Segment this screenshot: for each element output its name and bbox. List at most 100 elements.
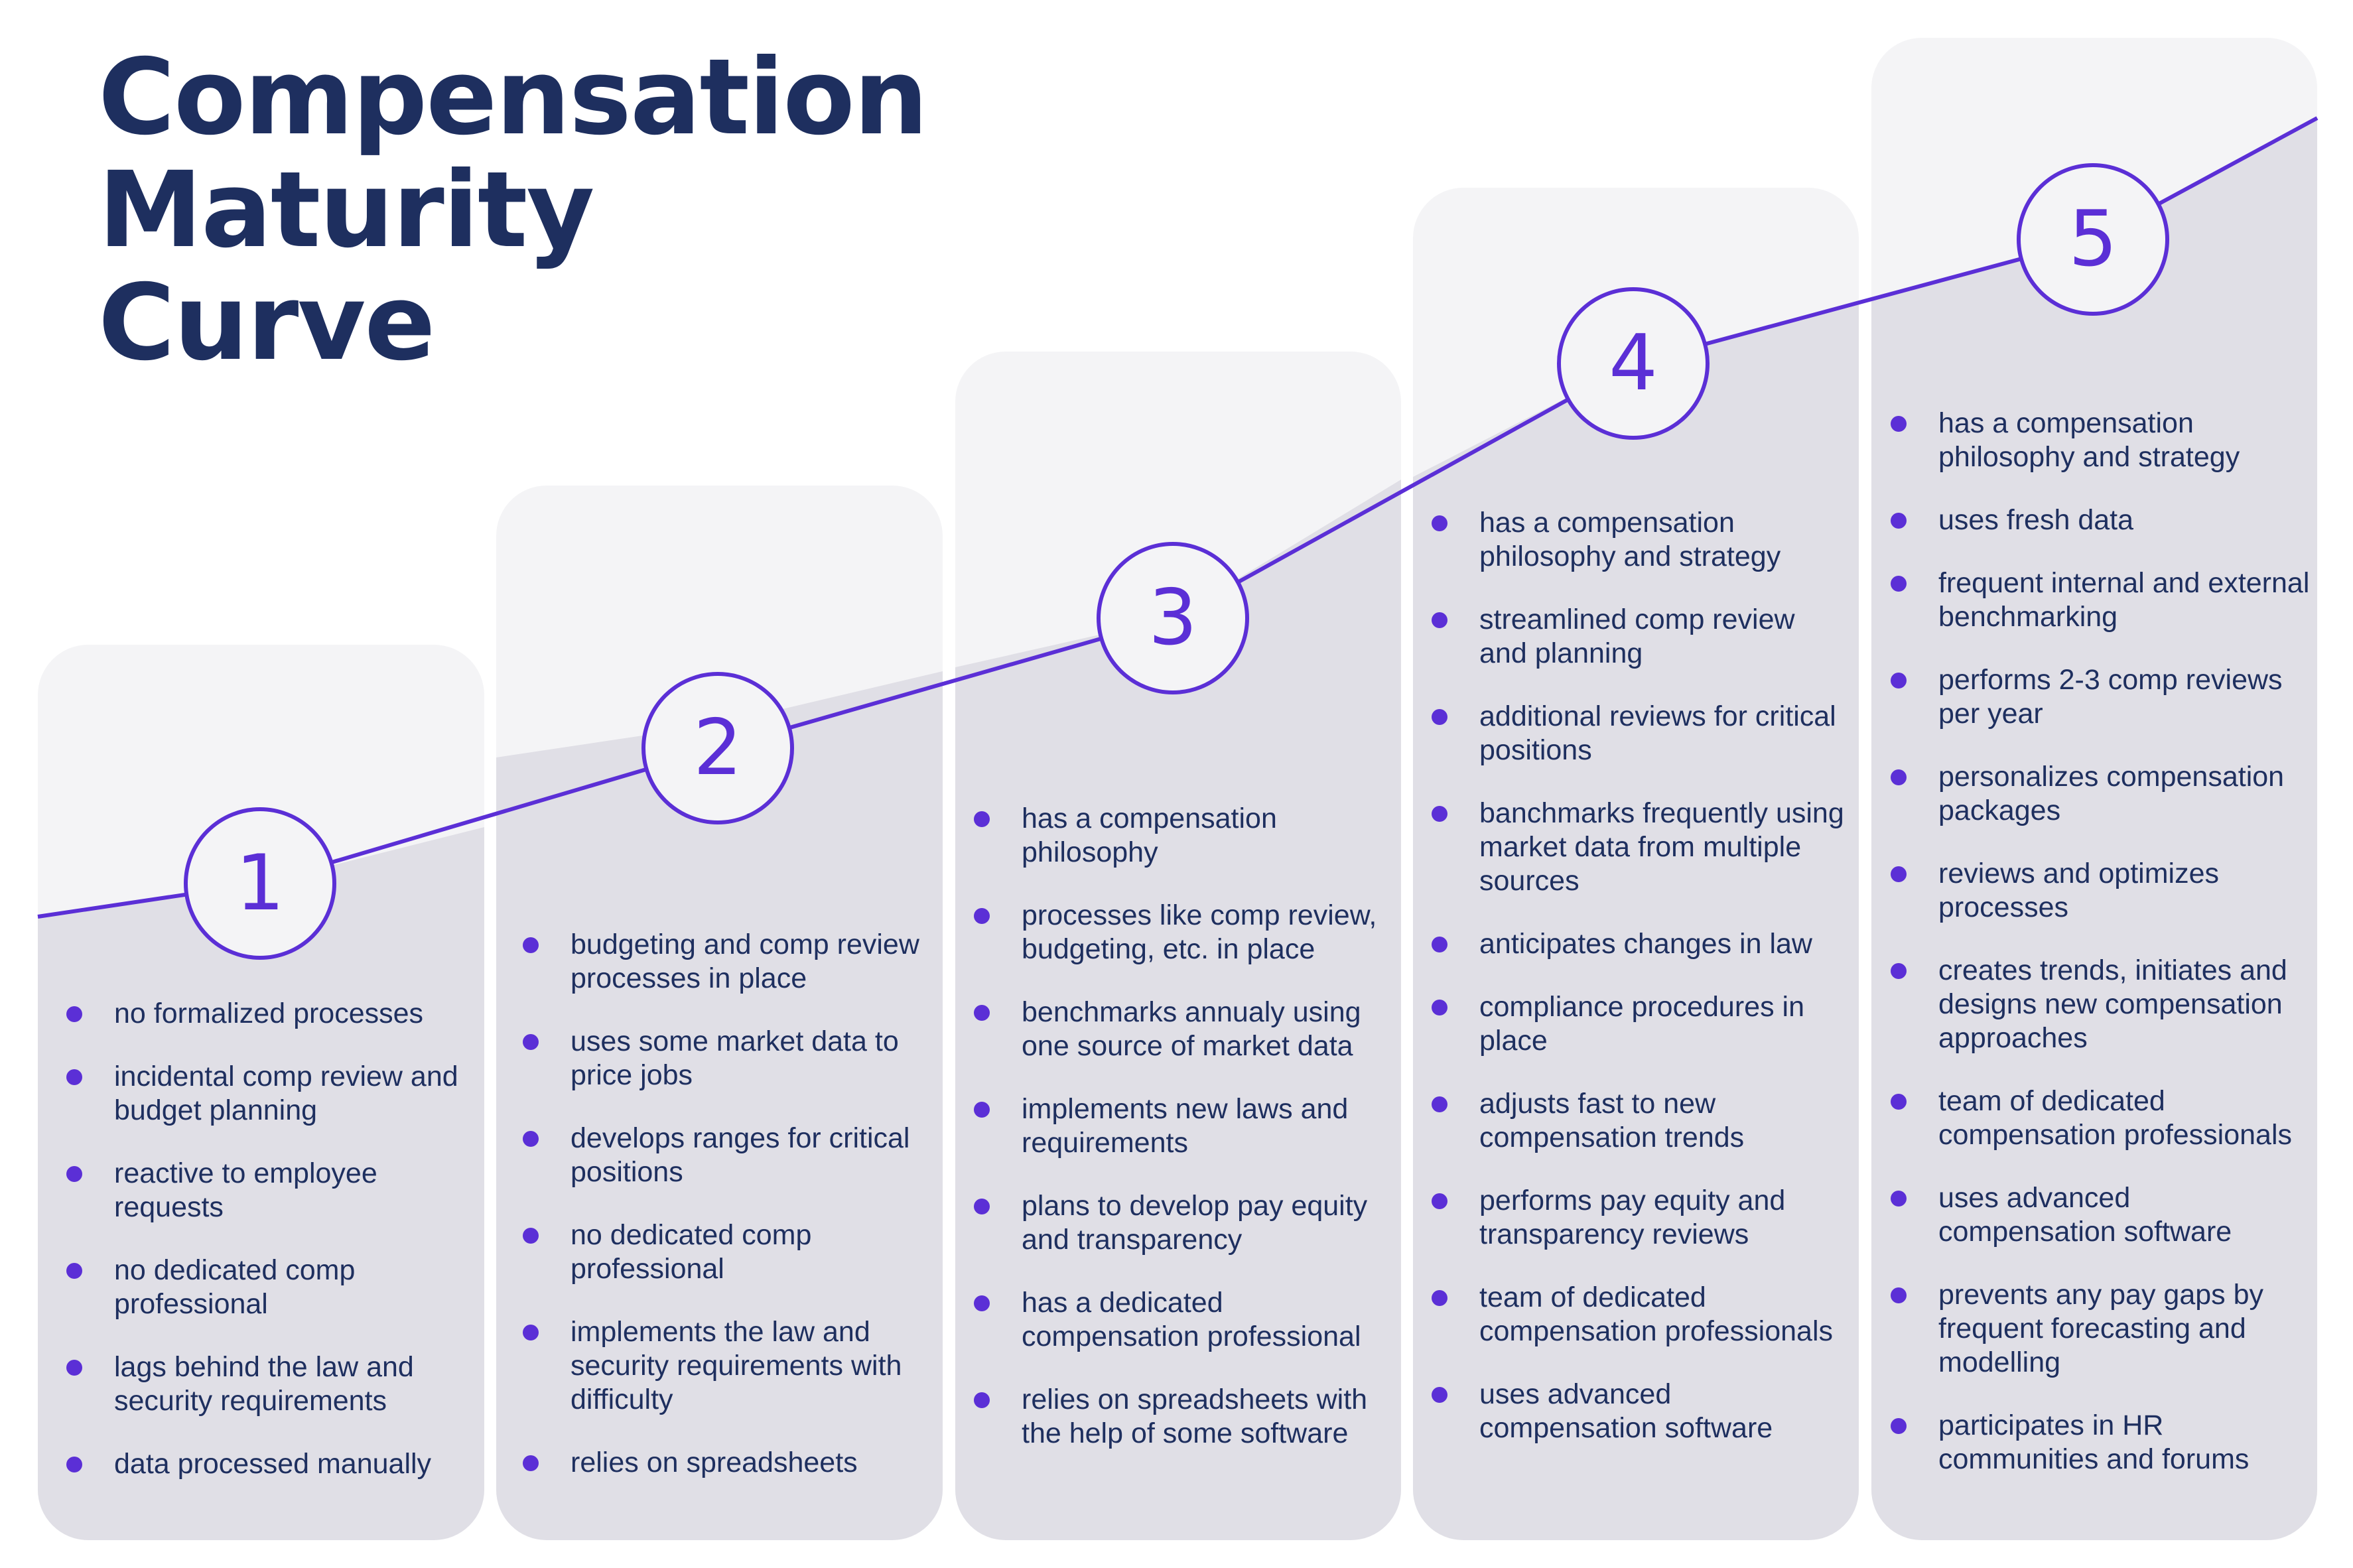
list-item: reviews and optimizes processes [1891, 857, 2312, 925]
bullet-dot [1891, 1191, 1907, 1207]
list-item: performs pay equity and transparency rev… [1432, 1184, 1849, 1252]
list-item: additional reviews for critical position… [1432, 700, 1849, 767]
bullet-dot [523, 1131, 539, 1147]
stage-1-list: no formalized processes incidental comp … [66, 997, 471, 1510]
list-item: has a compensation philosophy [974, 802, 1392, 870]
bullet-dot [1432, 1290, 1447, 1306]
list-item: implements new laws and requirements [974, 1092, 1392, 1160]
bullet-dot [66, 1263, 82, 1279]
list-item: lags behind the law and security require… [66, 1350, 471, 1418]
title-line-1: Compensation [98, 36, 928, 159]
bullet-dot [1432, 612, 1447, 628]
title-line-2: Maturity [98, 149, 594, 271]
list-item: uses some market data to price jobs [523, 1025, 934, 1092]
list-item: reactive to employee requests [66, 1157, 471, 1224]
bullet-dot [523, 1228, 539, 1244]
list-item: processes like comp review, budgeting, e… [974, 899, 1392, 966]
stage-1-badge: 1 [184, 807, 336, 960]
bullet-dot [974, 1392, 990, 1408]
bullet-dot [1891, 963, 1907, 979]
bullet-dot [66, 1069, 82, 1085]
list-item: implements the law and security requirem… [523, 1315, 934, 1417]
bullet-dot [1891, 1418, 1907, 1434]
list-item: creates trends, initiates and designs ne… [1891, 954, 2312, 1055]
list-item: prevents any pay gaps by frequent foreca… [1891, 1278, 2312, 1380]
list-item: uses fresh data [1891, 503, 2312, 537]
stage-2-badge: 2 [641, 672, 794, 824]
bullet-dot [974, 1005, 990, 1021]
list-item: budgeting and comp review processes in p… [523, 928, 934, 996]
list-item: no dedicated comp professional [66, 1254, 471, 1321]
bullet-dot [1432, 1096, 1447, 1112]
stage-2-list: budgeting and comp review processes in p… [523, 928, 934, 1509]
stage-4-badge: 4 [1557, 287, 1710, 440]
bullet-dot [66, 1006, 82, 1022]
bullet-dot [66, 1166, 82, 1182]
bullet-dot [1891, 416, 1907, 432]
bullet-dot [1891, 769, 1907, 785]
list-item: uses advanced compensation software [1891, 1181, 2312, 1249]
bullet-dot [1432, 1387, 1447, 1403]
bullet-dot [974, 1295, 990, 1311]
column-1 [38, 645, 484, 1540]
bullet-dot [523, 1034, 539, 1050]
list-item: banchmarks frequently using market data … [1432, 797, 1849, 898]
stage-5-list: has a compensation philosophy and strate… [1891, 407, 2312, 1506]
bullet-dot [66, 1360, 82, 1376]
bullet-dot [1891, 1287, 1907, 1303]
bullet-dot [523, 1325, 539, 1340]
list-item: streamlined comp review and planning [1432, 603, 1849, 671]
list-item: has a compensation philosophy and strate… [1891, 407, 2312, 474]
stage-3-list: has a compensation philosophy processes … [974, 802, 1392, 1480]
bullet-dot [1891, 866, 1907, 882]
list-item: anticipates changes in law [1432, 927, 1849, 961]
list-item: no dedicated comp professional [523, 1218, 934, 1286]
list-item: develops ranges for critical positions [523, 1122, 934, 1189]
list-item: has a compensation philosophy and strate… [1432, 506, 1849, 574]
bullet-dot [1432, 515, 1447, 531]
bullet-dot [66, 1457, 82, 1472]
stage-3-badge: 3 [1097, 542, 1249, 694]
column-5 [1871, 38, 2317, 1540]
bullet-dot [1891, 576, 1907, 592]
bullet-dot [974, 811, 990, 827]
list-item: team of dedicated compensation professio… [1432, 1281, 1849, 1348]
bullet-dot [1432, 937, 1447, 952]
list-item: participates in HR communities and forum… [1891, 1409, 2312, 1476]
list-item: compliance procedures in place [1432, 990, 1849, 1058]
page-title: Compensation Maturity Curve [98, 36, 928, 384]
list-item: plans to develop pay equity and transpar… [974, 1189, 1392, 1257]
bullet-dot [974, 1102, 990, 1118]
bullet-dot [974, 1199, 990, 1214]
title-line-3: Curve [98, 262, 436, 384]
bullet-dot [523, 937, 539, 953]
bullet-dot [1432, 709, 1447, 725]
bullet-dot [1891, 1094, 1907, 1110]
list-item: data processed manually [66, 1447, 471, 1481]
bullet-dot [974, 908, 990, 924]
bullet-dot [1891, 673, 1907, 688]
column-2 [496, 486, 943, 1540]
list-item: adjusts fast to new compensation trends [1432, 1087, 1849, 1155]
bullet-dot [523, 1455, 539, 1471]
bullet-dot [1891, 513, 1907, 529]
bullet-dot [1432, 1000, 1447, 1015]
stage-5-badge: 5 [2017, 163, 2169, 316]
list-item: has a dedicated compensation professiona… [974, 1286, 1392, 1354]
list-item: incidental comp review and budget planni… [66, 1060, 471, 1128]
list-item: relies on spreadsheets [523, 1446, 934, 1480]
list-item: uses advanced compensation software [1432, 1378, 1849, 1445]
stage-4-list: has a compensation philosophy and strate… [1432, 506, 1849, 1474]
list-item: no formalized processes [66, 997, 471, 1031]
list-item: personalizes compensation packages [1891, 760, 2312, 828]
list-item: frequent internal and external benchmark… [1891, 566, 2312, 634]
list-item: performs 2-3 comp reviews per year [1891, 663, 2312, 731]
column-4 [1413, 188, 1859, 1540]
bullet-dot [1432, 1193, 1447, 1209]
bullet-dot [1432, 806, 1447, 822]
list-item: relies on spreadsheets with the help of … [974, 1383, 1392, 1451]
list-item: benchmarks annualy using one source of m… [974, 996, 1392, 1063]
list-item: team of dedicated compensation professio… [1891, 1084, 2312, 1152]
